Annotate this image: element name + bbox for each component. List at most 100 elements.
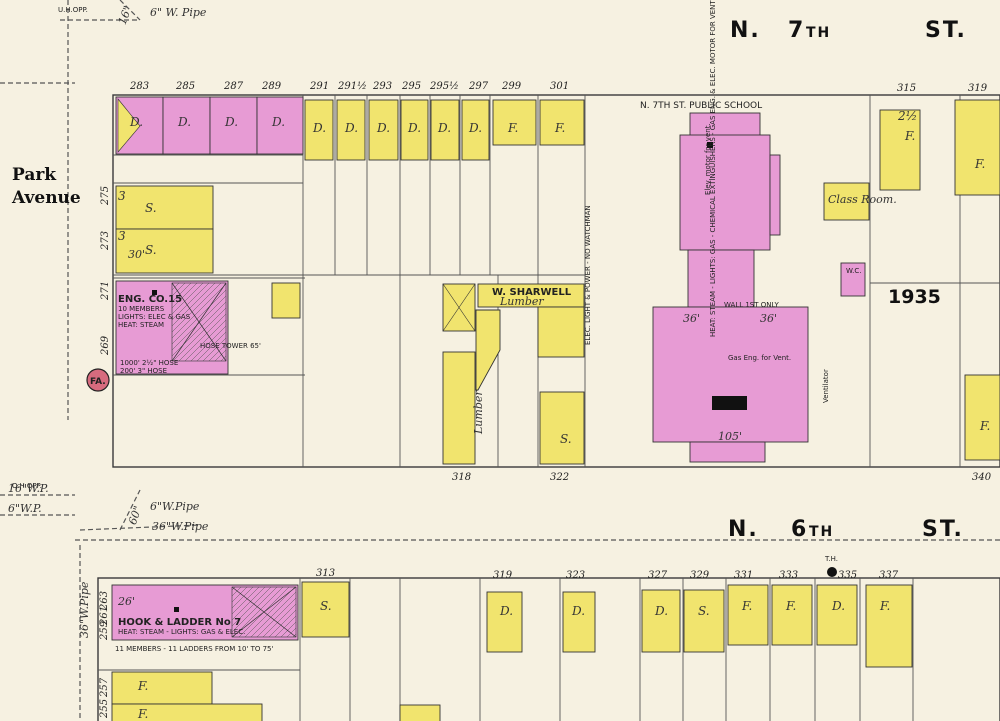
eng-detail-1: 10 MEMBERS (118, 305, 165, 313)
lot-number: 293 (372, 81, 392, 92)
lot-number: 261 (99, 606, 110, 626)
sharwell-lumber (442, 283, 585, 465)
code-295h: D. (437, 121, 451, 135)
lot-number: 259 (99, 620, 110, 641)
elev-motor-label: Elev. motor for vent. (704, 123, 712, 195)
eng-detail-2: LIGHTS: ELEC & GAS (118, 313, 191, 321)
pipe6-label: 6"W.Pipe (150, 500, 200, 513)
code-295: D. (407, 121, 421, 135)
lot-number: 315 (897, 83, 916, 94)
lumber-label-2: Lumber (472, 390, 485, 435)
code-257: F. (137, 679, 148, 693)
lot-number: 263 (99, 591, 110, 611)
pipe36-label: 36"W.Pipe (152, 520, 209, 533)
fa-label: FA. (90, 377, 106, 387)
bottom-lot-numbers-upper: 318 322 340 (452, 472, 992, 483)
code-297: D. (468, 121, 482, 135)
code-319l: D. (499, 604, 513, 618)
gas-eng-label: Gas Eng. for Vent. (728, 354, 791, 362)
sharwell-detail: ELEC. LIGHT & POWER - NO WATCHMAN (584, 205, 592, 345)
public-school (652, 112, 809, 463)
hose-tower-label: HOSE TOWER 65' (200, 342, 261, 350)
storey-275: 3 (118, 189, 126, 203)
dim-105: 105' (718, 430, 742, 443)
code-315: F. (904, 129, 915, 143)
code-323: D. (571, 604, 585, 618)
lot-number: 333 (779, 570, 798, 581)
hook-detail: HEAT: STEAM - LIGHTS: GAS & ELEC. (118, 628, 245, 636)
street-south: N. 6 TH ST. (728, 517, 964, 542)
wc-building (840, 262, 866, 297)
code-327: D. (654, 604, 668, 618)
uh-opp-label: U.H.OPP. (58, 6, 88, 14)
fire-alarm-marker: FA. (86, 368, 110, 392)
code-291h: D. (344, 121, 358, 135)
top-pipe-label: 6" W. Pipe (150, 6, 207, 19)
dim-26: 26' (117, 595, 135, 608)
wall-1st-label: WALL 1ST ONLY (724, 301, 779, 309)
codes-upper: D. D. D. D. D. D. D. D. D. D. F. F. S. S… (118, 109, 990, 446)
wp6-label: 6"W.P. (8, 502, 42, 515)
street-north-sup: TH (806, 25, 831, 41)
code-340: F. (979, 419, 990, 433)
code-283: D. (129, 115, 143, 129)
lot-number: 319 (968, 83, 988, 94)
code-285: D. (177, 115, 191, 129)
street-north: N. 7 TH ST. (730, 18, 965, 43)
lot-number: 271 (100, 281, 111, 301)
lot-number: 322 (550, 472, 569, 483)
class-room (823, 182, 870, 221)
block-outlines (97, 94, 1000, 721)
park-avenue-line1: Park (12, 165, 57, 185)
wc-label: W.C. (846, 267, 861, 275)
lot-number: 323 (566, 570, 585, 581)
lot-number: 273 (100, 231, 111, 251)
dim-30: 30' (128, 248, 145, 261)
street-north-part2: 7 (788, 18, 805, 43)
school-marker (707, 142, 713, 148)
wp16-label: 16"W.P. (8, 482, 49, 495)
angle60-label: 60" (126, 504, 145, 526)
frame-store-275 (115, 185, 214, 274)
eng-detail-3: HEAT: STEAM (118, 321, 164, 329)
code-319: F. (974, 157, 985, 171)
yellow-corner-shed (117, 98, 141, 153)
park-avenue-line2: Avenue (11, 188, 81, 208)
lot-number: 275 (100, 186, 111, 206)
code-331: F. (741, 599, 752, 613)
lot-number: 319 (493, 570, 513, 581)
lot-number: 337 (879, 570, 899, 581)
lot-number: 255 (99, 699, 110, 719)
code-335: D. (831, 599, 845, 613)
lot-number: 329 (690, 570, 710, 581)
school-detail: HEAT: STEAM - LIGHTS: GAS - CHEMICAL EXT… (709, 0, 717, 337)
code-333: F. (785, 599, 796, 613)
sharwell-label: W. SHARWELL (492, 287, 572, 298)
code-293: D. (376, 121, 390, 135)
lot-number: 291½ (337, 81, 367, 92)
th-label: T.H. (824, 555, 838, 563)
frame-row-291 (304, 99, 585, 161)
codes-lower: S. D. D. D. S. F. F. D. F. F. F. (137, 599, 890, 721)
code-275: S. (145, 201, 157, 215)
lot-number: 335 (838, 570, 857, 581)
map-year: 1935 (888, 286, 941, 308)
th-marker (827, 567, 837, 577)
code-313: S. (320, 599, 332, 613)
vert36-label: 36"W.Pipe (78, 581, 91, 638)
lot-number: 285 (175, 81, 195, 92)
code-289: D. (271, 115, 285, 129)
frame-right-upper (879, 99, 1000, 461)
lot-number: 340 (972, 472, 992, 483)
street-south-part3: ST. (922, 517, 964, 542)
street-north-part1: N. (730, 18, 761, 43)
frame-row-lower (111, 581, 913, 721)
dim-36a: 36' (683, 312, 700, 325)
lot-number: 318 (452, 472, 471, 483)
street-south-sup: TH (809, 524, 834, 540)
